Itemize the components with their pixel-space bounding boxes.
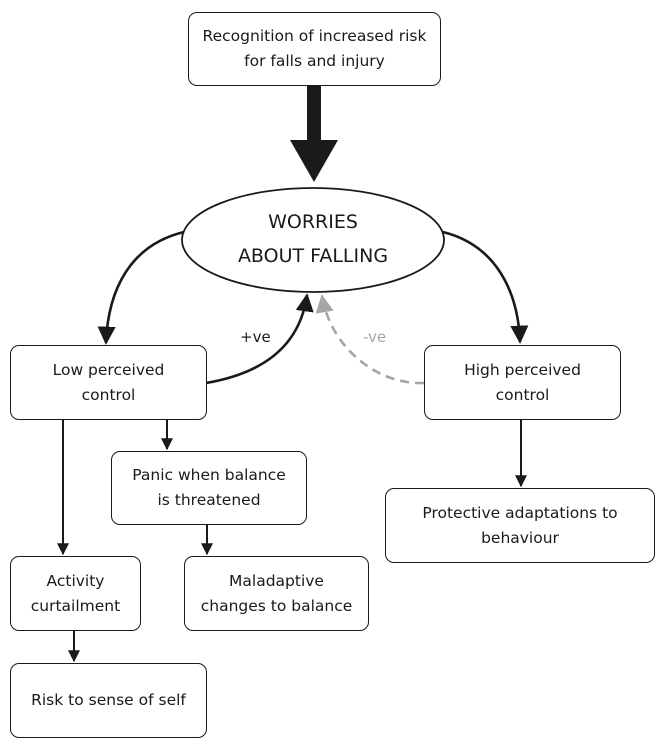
node-risk-to-self: Risk to sense of self — [10, 663, 207, 738]
node-high-control-label: High perceived control — [464, 360, 581, 404]
node-worries-about-falling: WORRIES ABOUT FALLING — [200, 205, 426, 273]
node-low-perceived-control: Low perceived control — [10, 345, 207, 420]
node-high-perceived-control: High perceived control — [424, 345, 621, 420]
arrow-negative-feedback — [315, 294, 425, 385]
node-activity-label: Activity curtailment — [30, 571, 121, 615]
node-low-control-label: Low perceived control — [52, 360, 165, 404]
node-protective-label: Protective adaptations to behaviour — [422, 503, 618, 547]
node-worries-line2: ABOUT FALLING — [237, 245, 389, 267]
arrow-worries-to-high-control — [442, 230, 529, 344]
node-protective-adaptations: Protective adaptations to behaviour — [385, 488, 655, 563]
edge-label-negative: -ve — [363, 328, 387, 346]
edge-label-positive: +ve — [240, 328, 271, 346]
node-worries-line1: WORRIES — [268, 211, 358, 233]
worries-ellipse — [181, 187, 445, 293]
node-risk-self-label: Risk to sense of self — [31, 691, 186, 709]
node-activity-curtailment: Activity curtailment — [10, 556, 141, 631]
node-panic: Panic when balance is threatened — [111, 451, 307, 525]
node-recognition-label: Recognition of increased risk for falls … — [202, 27, 427, 70]
arrow-recognition-to-worries — [290, 86, 338, 182]
node-maladaptive-label: Maladaptive changes to balance — [200, 571, 353, 615]
arrow-positive-feedback — [205, 293, 314, 385]
arrow-worries-to-low-control — [97, 230, 185, 345]
node-maladaptive-changes: Maladaptive changes to balance — [184, 556, 369, 631]
node-panic-label: Panic when balance is threatened — [132, 466, 286, 509]
node-recognition: Recognition of increased risk for falls … — [188, 12, 441, 86]
